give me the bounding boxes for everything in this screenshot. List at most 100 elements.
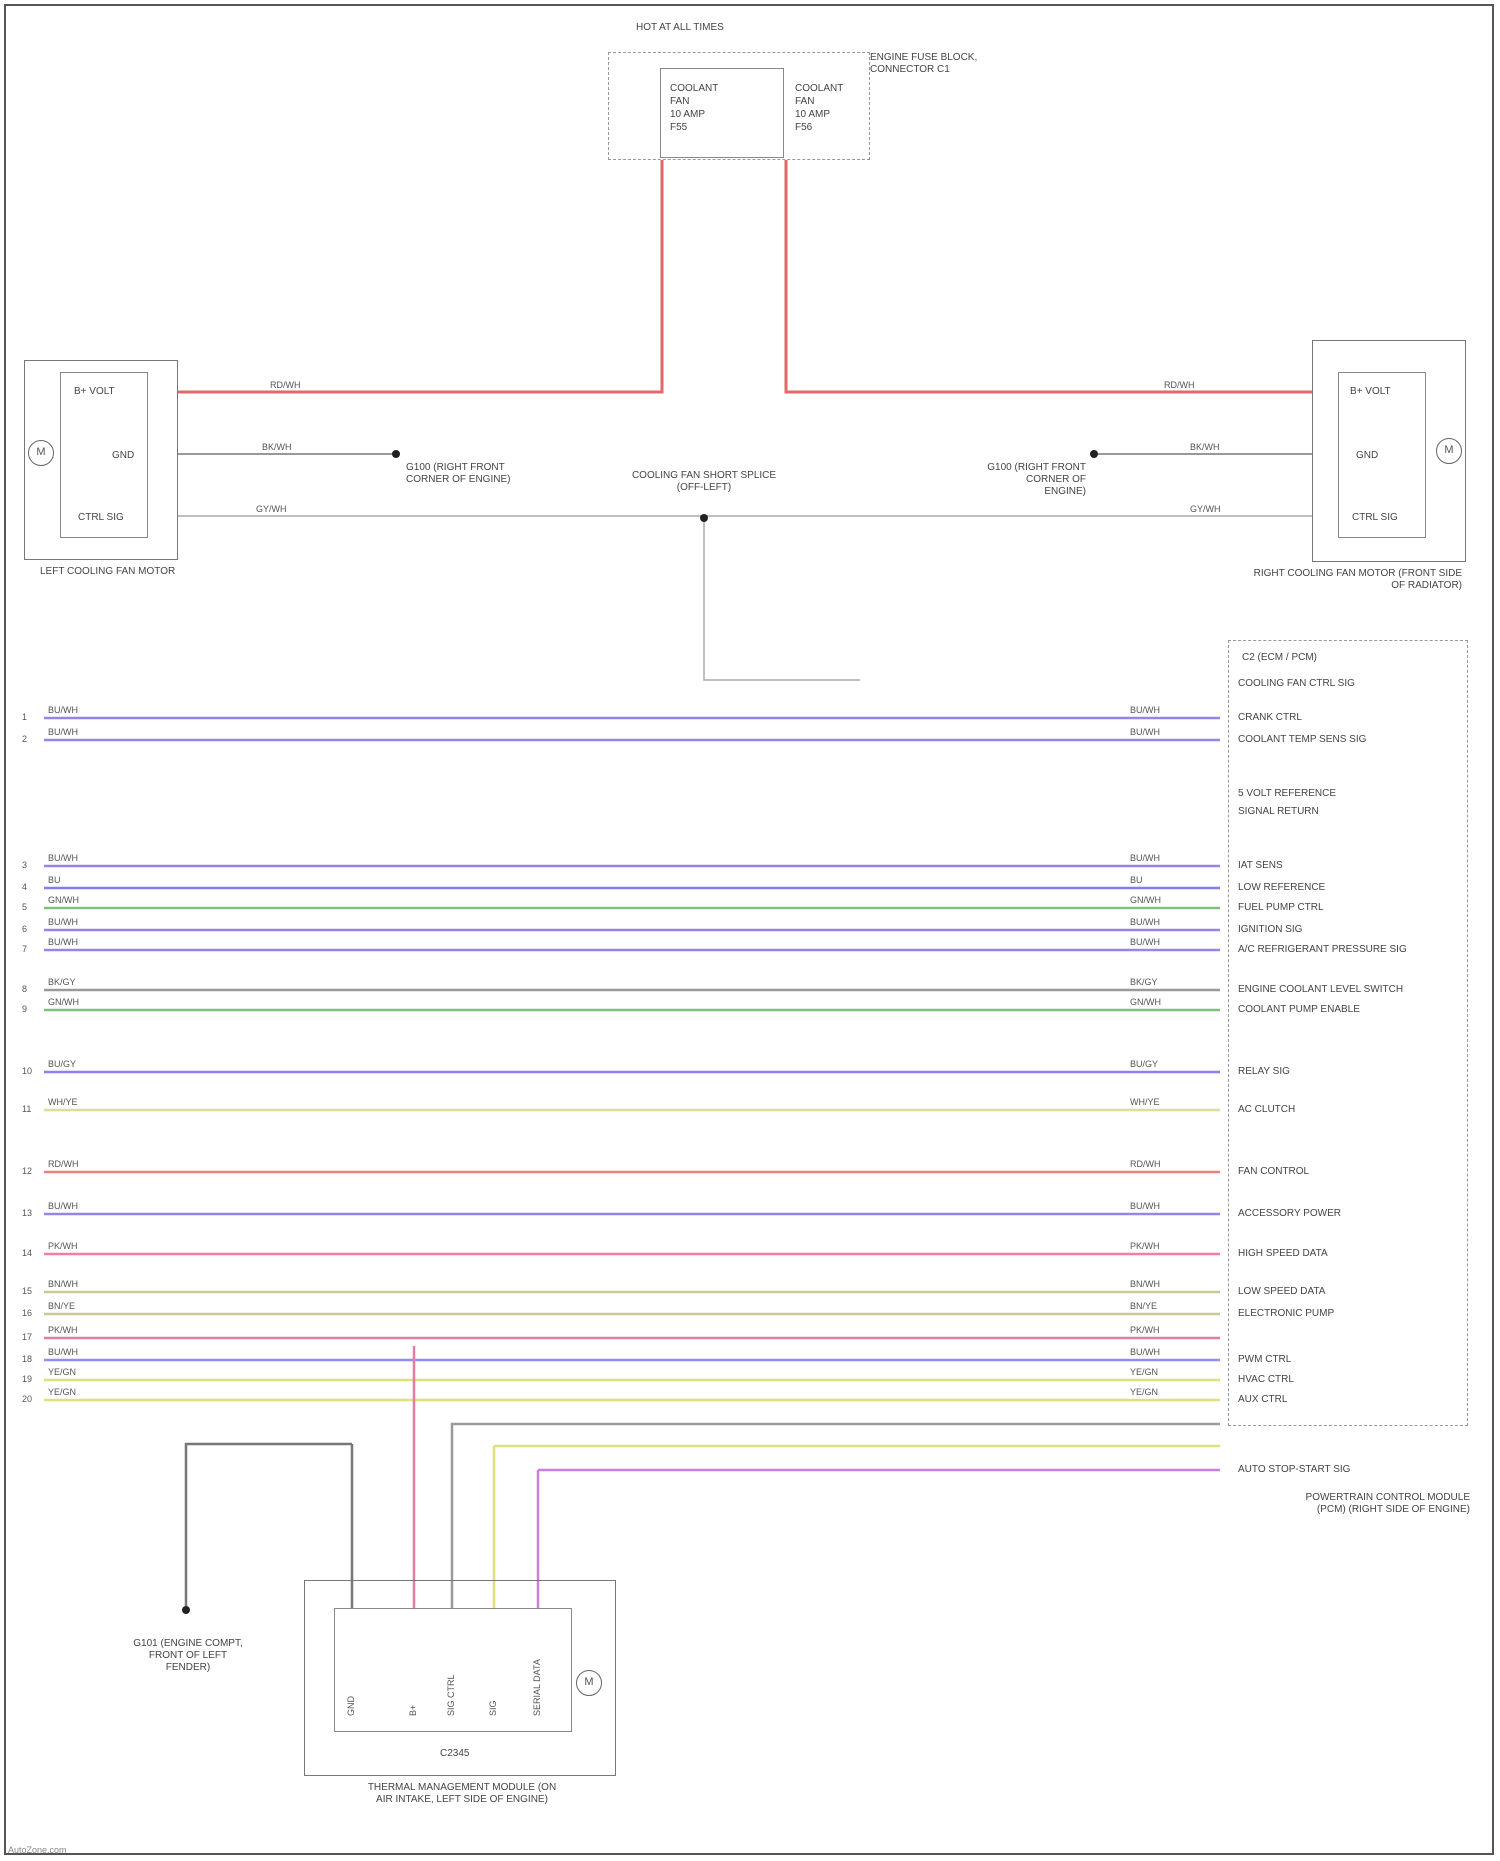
left-fan-pin: GND <box>112 450 134 462</box>
pcm-connector-label: C2 (ECM / PCM) <box>1242 652 1317 664</box>
pcm-pin-label: FUEL PUMP CTRL <box>1238 902 1324 914</box>
harness-wire-label-right: YE/GN <box>1130 1367 1158 1377</box>
footer-source: AutoZone.com <box>8 1845 67 1855</box>
harness-wire-label: BU/WH <box>48 1201 78 1211</box>
harness-wire-label: BN/WH <box>48 1279 78 1289</box>
harness-wire-number: 7 <box>22 944 27 954</box>
harness-wire-label-right: BN/YE <box>1130 1301 1157 1311</box>
harness-wire-label-right: BU/WH <box>1130 853 1160 863</box>
module-pin-label: GND <box>346 1696 356 1716</box>
harness-wire-label-right: BU/WH <box>1130 727 1160 737</box>
pcm-pin-label: SIGNAL RETURN <box>1238 806 1319 818</box>
center-splice-label: COOLING FAN SHORT SPLICE (OFF-LEFT) <box>624 470 784 494</box>
thermal-motor-icon: M <box>576 1670 602 1696</box>
wire-label: RD/WH <box>1164 380 1195 390</box>
wire-label: RD/WH <box>270 380 301 390</box>
harness-wire-label: BU/WH <box>48 727 78 737</box>
harness-wire-label-right: GN/WH <box>1130 895 1161 905</box>
harness-wire-number: 5 <box>22 902 27 912</box>
pcm-pin-label: LOW REFERENCE <box>1238 882 1325 894</box>
left-fan-pin: CTRL SIG <box>78 512 124 524</box>
pcm-label: POWERTRAIN CONTROL MODULE (PCM) (RIGHT S… <box>1280 1492 1470 1516</box>
harness-wire-number: 15 <box>22 1286 32 1296</box>
fuse-right-line: COOLANT <box>795 82 843 95</box>
thermal-module-label: THERMAL MANAGEMENT MODULE (ON AIR INTAKE… <box>362 1782 562 1806</box>
pcm-pin-label: ELECTRONIC PUMP <box>1238 1308 1334 1320</box>
harness-wire-number: 8 <box>22 984 27 994</box>
module-pin-label: SERIAL DATA <box>532 1659 542 1716</box>
power-wire-right <box>786 160 1312 392</box>
harness-wire-label: YE/GN <box>48 1367 76 1377</box>
left-fan-label: LEFT COOLING FAN MOTOR <box>40 566 175 578</box>
harness-wire-label: YE/GN <box>48 1387 76 1397</box>
fuse-right-line: F56 <box>795 121 843 134</box>
module-pin-label: SIG <box>488 1700 498 1716</box>
harness-wire-label-right: PK/WH <box>1130 1241 1160 1251</box>
harness-wire-number: 12 <box>22 1166 32 1176</box>
harness-wire-number: 18 <box>22 1354 32 1364</box>
fuse-right-line: FAN <box>795 95 843 108</box>
harness-wire-label-right: BU <box>1130 875 1143 885</box>
ground-right-label: G100 (RIGHT FRONT CORNER OF ENGINE) <box>986 462 1086 498</box>
pcm-pin-label: COOLANT TEMP SENS SIG <box>1238 734 1366 746</box>
fuse-right-line: 10 AMP <box>795 108 843 121</box>
harness-wire-label: BU/WH <box>48 937 78 947</box>
harness-wire-label-right: BU/WH <box>1130 1201 1160 1211</box>
harness-wire-number: 13 <box>22 1208 32 1218</box>
harness-wire-number: 11 <box>22 1104 31 1114</box>
harness-wire-label-right: BU/WH <box>1130 937 1160 947</box>
harness-wire-label-right: BK/GY <box>1130 977 1158 987</box>
pcm-pin-label: ACCESSORY POWER <box>1238 1208 1341 1220</box>
fuse-right-text: COOLANT FAN 10 AMP F56 <box>795 82 843 134</box>
harness-wire-number: 20 <box>22 1394 32 1404</box>
harness-wire-label: BU/WH <box>48 705 78 715</box>
pcm-pin-label: RELAY SIG <box>1238 1066 1290 1078</box>
pcm-pin-label: CRANK CTRL <box>1238 712 1302 724</box>
harness-wire-label: GN/WH <box>48 997 79 1007</box>
wire-label: GY/WH <box>1190 504 1221 514</box>
right-fan-pin: GND <box>1356 450 1378 462</box>
harness-wire-label: GN/WH <box>48 895 79 905</box>
harness-wire-label-right: BU/WH <box>1130 917 1160 927</box>
harness-wire-label-right: GN/WH <box>1130 997 1161 1007</box>
fuse-left-line: COOLANT <box>670 82 718 95</box>
harness-wire-label-right: BN/WH <box>1130 1279 1160 1289</box>
harness-wire-label-right: RD/WH <box>1130 1159 1161 1169</box>
harness-wire-label-right: BU/WH <box>1130 1347 1160 1357</box>
harness-wire-number: 10 <box>22 1066 32 1076</box>
harness-wire-number: 16 <box>22 1308 32 1318</box>
wire-label: GY/WH <box>256 504 287 514</box>
pcm-pin-label: HVAC CTRL <box>1238 1374 1294 1386</box>
harness-wire-label-right: PK/WH <box>1130 1325 1160 1335</box>
pcm-pin-label: AC CLUTCH <box>1238 1104 1295 1116</box>
fuse-hot-label: HOT AT ALL TIMES <box>636 22 724 34</box>
wire-label: BK/WH <box>262 442 292 452</box>
fuse-left-line: FAN <box>670 95 718 108</box>
center-splice <box>700 514 708 522</box>
harness-wire-number: 14 <box>22 1248 32 1258</box>
harness-wire-label: PK/WH <box>48 1325 78 1335</box>
power-wire-left <box>178 160 662 392</box>
right-fan-pin: B+ VOLT <box>1350 386 1391 398</box>
pcm-pin-label: AUTO STOP-START SIG <box>1238 1464 1350 1476</box>
thermal-module-connector-label: C2345 <box>440 1748 469 1760</box>
fuse-block-label: ENGINE FUSE BLOCK, CONNECTOR C1 <box>870 52 1000 76</box>
pcm-pin-label: COOLING FAN CTRL SIG <box>1238 678 1355 690</box>
right-fan-pin: CTRL SIG <box>1352 512 1398 524</box>
pcm-pin-label: ENGINE COOLANT LEVEL SWITCH <box>1238 984 1403 996</box>
harness-wire-label: BU/WH <box>48 917 78 927</box>
ground-splice-left <box>392 450 400 458</box>
harness-wire-label: BN/YE <box>48 1301 75 1311</box>
harness-wire-label: BU/WH <box>48 853 78 863</box>
right-fan-motor-icon: M <box>1436 438 1462 464</box>
pcm-pin-label: IGNITION SIG <box>1238 924 1302 936</box>
harness-wire-number: 6 <box>22 924 27 934</box>
harness-wire-number: 3 <box>22 860 27 870</box>
pcm-pin-label: HIGH SPEED DATA <box>1238 1248 1328 1260</box>
harness-wire-label-right: WH/YE <box>1130 1097 1160 1107</box>
fuse-left-line: 10 AMP <box>670 108 718 121</box>
right-fan-label: RIGHT COOLING FAN MOTOR (FRONT SIDE OF R… <box>1242 568 1462 592</box>
left-fan-pin: B+ VOLT <box>74 386 115 398</box>
pcm-pin-label: LOW SPEED DATA <box>1238 1286 1325 1298</box>
